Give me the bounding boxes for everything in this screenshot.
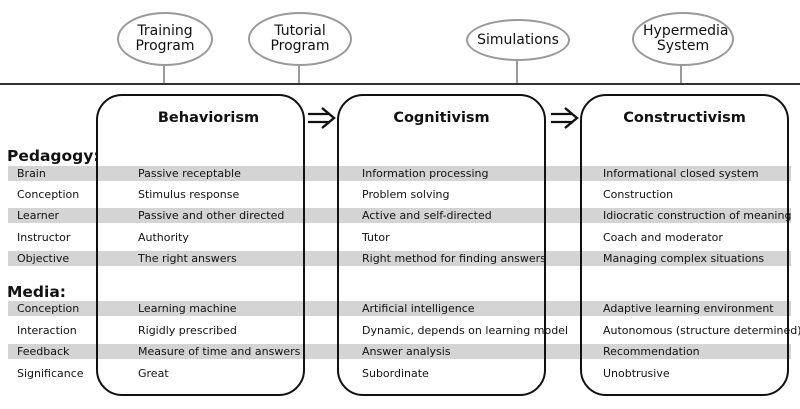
- cell-learner-behaviorism: Passive and other directed: [138, 209, 285, 222]
- band-feedback: [8, 344, 791, 359]
- band-brain: [8, 166, 791, 181]
- row-label-significance: Significance: [17, 367, 84, 380]
- cell-conception-behaviorism: Stimulus response: [138, 188, 240, 201]
- column-title-cognitivism: Cognitivism: [393, 110, 490, 126]
- row-label-feedback: Feedback: [17, 345, 70, 358]
- cell-media-conception-constructivism: Adaptive learning environment: [603, 302, 774, 315]
- band-media-conception: [8, 301, 791, 316]
- cell-feedback-cognitivism: Answer analysis: [362, 345, 451, 358]
- section-media: Media:: [7, 283, 67, 301]
- column-cognitivism: [337, 94, 546, 396]
- cell-objective-constructivism: Managing complex situations: [603, 252, 765, 265]
- cell-instructor-constructivism: Coach and moderator: [603, 231, 723, 244]
- row-label-media-conception: Conception: [17, 302, 80, 315]
- cell-objective-cognitivism: Right method for finding answers: [362, 252, 546, 265]
- stem-tutorial: [298, 64, 300, 84]
- stem-hypermedia: [680, 64, 682, 84]
- band-objective: [8, 251, 791, 266]
- cell-interaction-constructivism: Autonomous (structure determined): [603, 324, 800, 337]
- oval-simulations: Simulations: [466, 19, 570, 61]
- cell-instructor-behaviorism: Authority: [138, 231, 189, 244]
- row-label-conception: Conception: [17, 188, 80, 201]
- oval-training-program: Training Program: [117, 12, 213, 66]
- section-pedagogy: Pedagogy:: [7, 147, 100, 165]
- column-title-constructivism: Constructivism: [623, 110, 746, 126]
- oval-training-program-label: Training Program: [135, 23, 195, 54]
- oval-hypermedia-system-label: Hypermedia System: [643, 23, 729, 54]
- column-title-behaviorism: Behaviorism: [157, 110, 260, 126]
- cell-conception-cognitivism: Problem solving: [362, 188, 450, 201]
- oval-hypermedia-system: Hypermedia System: [632, 12, 734, 66]
- cell-significance-constructivism: Unobtrusive: [603, 367, 670, 380]
- cell-media-conception-behaviorism: Learning machine: [138, 302, 237, 315]
- cell-feedback-behaviorism: Measure of time and answers: [138, 345, 301, 358]
- row-label-learner: Learner: [17, 209, 60, 222]
- column-behaviorism: [96, 94, 305, 396]
- row-label-brain: Brain: [17, 167, 46, 180]
- cell-media-conception-cognitivism: Artificial intelligence: [362, 302, 475, 315]
- oval-tutorial-program-label: Tutorial Program: [270, 23, 330, 54]
- timeline-line: [0, 83, 800, 85]
- arrow-right-icon: [308, 107, 336, 129]
- row-label-instructor: Instructor: [17, 231, 71, 244]
- row-label-interaction: Interaction: [17, 324, 77, 337]
- stem-training: [163, 64, 165, 84]
- cell-significance-cognitivism: Subordinate: [362, 367, 429, 380]
- oval-tutorial-program: Tutorial Program: [248, 12, 352, 66]
- cell-feedback-constructivism: Recommendation: [603, 345, 700, 358]
- cell-learner-cognitivism: Active and self-directed: [362, 209, 492, 222]
- cell-instructor-cognitivism: Tutor: [362, 231, 390, 244]
- stem-simulations: [516, 58, 518, 84]
- cell-brain-constructivism: Informational closed system: [603, 167, 759, 180]
- row-label-objective: Objective: [17, 252, 70, 265]
- cell-learner-constructivism: Idiocratic construction of meaning: [603, 209, 792, 222]
- cell-conception-constructivism: Construction: [603, 188, 674, 201]
- column-constructivism: [580, 94, 789, 396]
- oval-simulations-label: Simulations: [477, 31, 559, 48]
- band-learner: [8, 208, 791, 223]
- cell-interaction-cognitivism: Dynamic, depends on learning model: [362, 324, 569, 337]
- cell-objective-behaviorism: The right answers: [138, 252, 237, 265]
- cell-brain-cognitivism: Information processing: [362, 167, 489, 180]
- cell-significance-behaviorism: Great: [138, 367, 169, 380]
- cell-interaction-behaviorism: Rigidly prescribed: [138, 324, 237, 337]
- cell-brain-behaviorism: Passive receptable: [138, 167, 241, 180]
- arrow-right-icon: [551, 107, 579, 129]
